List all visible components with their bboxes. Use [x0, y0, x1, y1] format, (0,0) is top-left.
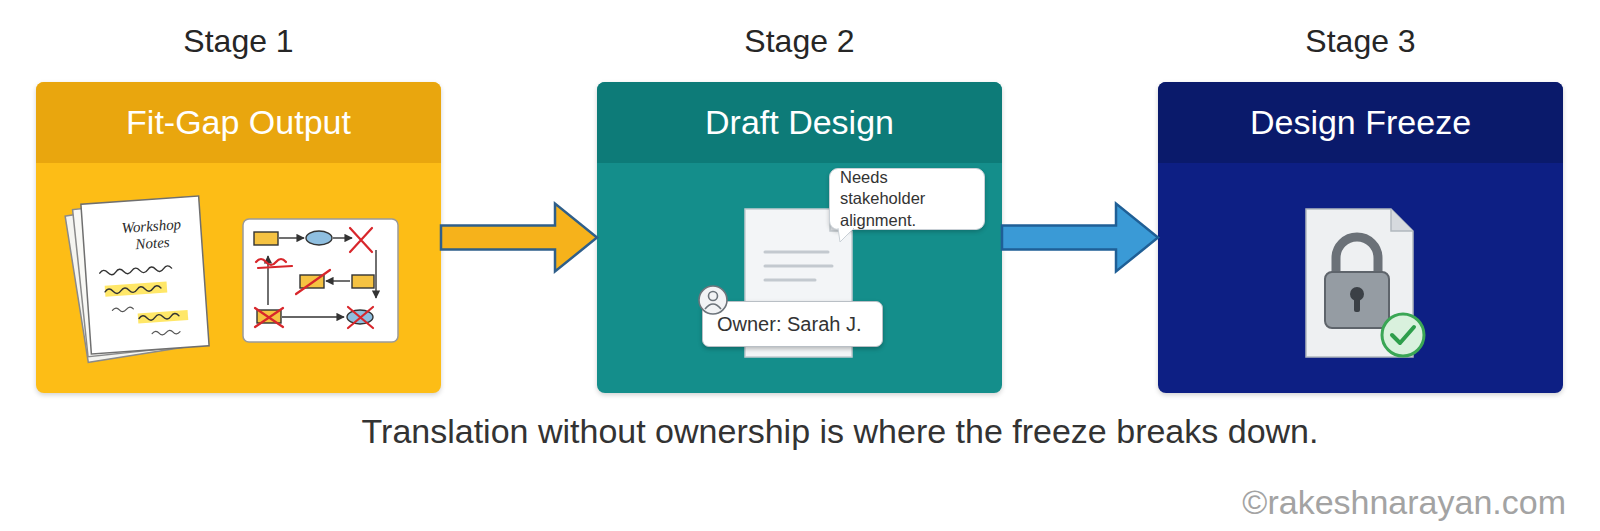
owner-text: Owner: Sarah J. — [717, 313, 862, 336]
page-fold — [1391, 209, 1413, 231]
scribble-line — [100, 266, 172, 276]
stage-heading: Stage 3 — [1158, 16, 1563, 66]
check-badge — [1382, 314, 1424, 356]
process-sketch — [300, 275, 324, 288]
flow-arrow — [333, 237, 352, 238]
keyhole — [1354, 297, 1360, 312]
stage-title: Design Freeze — [1158, 82, 1563, 163]
stage-box: Stage 1Fit-Gap Output — [36, 82, 441, 393]
note-page — [73, 197, 206, 357]
cross-mark — [348, 307, 373, 328]
highlight-mark — [138, 310, 189, 323]
document-page — [1306, 209, 1413, 357]
flow-arrow — [279, 237, 304, 238]
cross-mark — [350, 228, 372, 252]
avatar-icon — [697, 284, 729, 316]
text-lines — [765, 252, 832, 280]
stage-heading: Stage 1 — [36, 16, 441, 66]
process-sketch — [254, 232, 278, 245]
scribble-line — [105, 285, 161, 294]
flow-sketch — [254, 231, 376, 324]
process-sketch — [352, 275, 374, 288]
highlight-mark — [105, 282, 168, 297]
block-arrow — [1002, 204, 1158, 272]
red-crossouts — [255, 228, 373, 328]
flow-arrow — [282, 316, 344, 317]
watermark: ©rakeshnarayan.com — [1100, 483, 1566, 522]
process-sketch — [257, 310, 281, 323]
illustration-label: Workshop Notes — [105, 215, 199, 256]
note-scribbles — [100, 265, 190, 339]
ellipse-sketch — [347, 310, 373, 324]
flow-arrow — [267, 256, 268, 305]
owner-tag: Owner: Sarah J. — [702, 301, 883, 347]
document-page — [745, 209, 852, 357]
padlock-body — [1325, 272, 1389, 328]
comment-bubble: Needs stakeholder alignment. — [829, 168, 985, 230]
stage-heading: Stage 2 — [597, 16, 1002, 66]
stage-box: Stage 3Design Freeze — [1158, 82, 1563, 393]
draft-document — [745, 209, 852, 357]
page-fold — [830, 209, 852, 231]
keyhole — [1350, 287, 1364, 301]
check-mark — [1392, 327, 1414, 343]
flow-card — [243, 219, 398, 342]
notes-stack — [65, 196, 209, 362]
block-arrow — [441, 204, 597, 272]
bubble-tail — [836, 228, 858, 244]
locked-document — [1306, 209, 1424, 357]
scribble-line — [152, 330, 180, 336]
stage-box: Stage 2Draft DesignNeeds stakeholder ali… — [597, 82, 1002, 393]
flow-arrow — [375, 250, 376, 298]
caption: Translation without ownership is where t… — [140, 412, 1540, 451]
ellipse-sketch — [306, 231, 332, 245]
scribble-line — [139, 313, 179, 321]
padlock-shackle — [1336, 237, 1378, 274]
stage-title: Fit-Gap Output — [36, 82, 441, 163]
stage-title: Draft Design — [597, 82, 1002, 163]
scribble-line — [112, 307, 133, 312]
card — [243, 219, 398, 342]
note-page — [65, 198, 205, 363]
red-scribble — [256, 259, 286, 265]
note-page — [81, 196, 209, 354]
strike-mark — [296, 270, 330, 294]
red-underline — [258, 266, 292, 268]
comment-text: Needs stakeholder alignment. — [840, 167, 974, 231]
cross-mark — [255, 308, 283, 327]
flow-arrow — [326, 280, 350, 281]
